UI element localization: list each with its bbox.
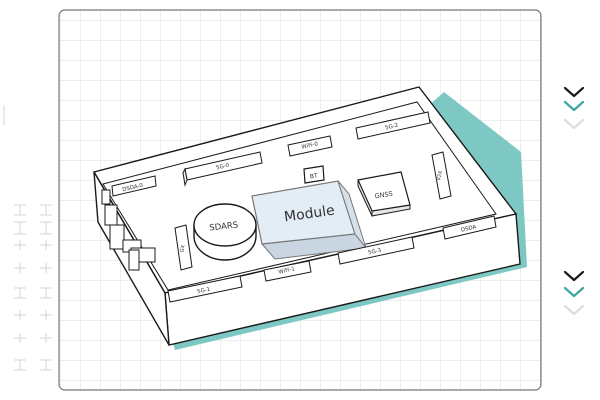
double-chevron-down-icon[interactable]: [563, 86, 585, 130]
module-label: Module: [283, 203, 336, 226]
module-chip[interactable]: [251, 180, 367, 260]
antenna-connectors[interactable]: [111, 111, 497, 303]
connector-wifi-1: [263, 260, 312, 282]
left-connectors: [101, 189, 156, 271]
left-plus-marks: [3, 105, 52, 371]
sdars-antenna[interactable]: [193, 203, 257, 261]
gnss-chip[interactable]: [357, 171, 411, 217]
double-chevron-down-icon-lower[interactable]: [563, 270, 585, 316]
5g-0-label: 5G-0: [216, 163, 231, 172]
connector-v2x: [431, 151, 452, 200]
v2x-label: V2X: [436, 170, 444, 182]
connector-wifi-0: [287, 135, 333, 157]
wifi-1-label: WiFi-1: [278, 266, 296, 275]
bt-label: BT: [309, 172, 318, 180]
wifi-0-label: WiFi-0: [301, 141, 319, 150]
connector-dsda-0: [111, 175, 157, 197]
sdars-label: SDARS: [209, 221, 239, 234]
5g-3-label: 5G-3: [368, 248, 383, 257]
bt-chip[interactable]: [303, 165, 325, 184]
5g-2-label: 5G-2: [385, 123, 399, 132]
gx-label: GX: [179, 244, 187, 253]
dsda-label: DSDA: [460, 224, 477, 233]
connector-dsda: [442, 215, 497, 240]
5g-1-label: 5G-1: [197, 287, 211, 296]
connector-5g-3: [337, 236, 415, 265]
connector-5g-2: [355, 111, 431, 140]
connector-gx: [174, 224, 193, 271]
gnss-label: GNSS: [374, 190, 393, 200]
connector-5g-1: [167, 275, 243, 303]
dsda-0-label: DSDA-0: [122, 183, 144, 194]
